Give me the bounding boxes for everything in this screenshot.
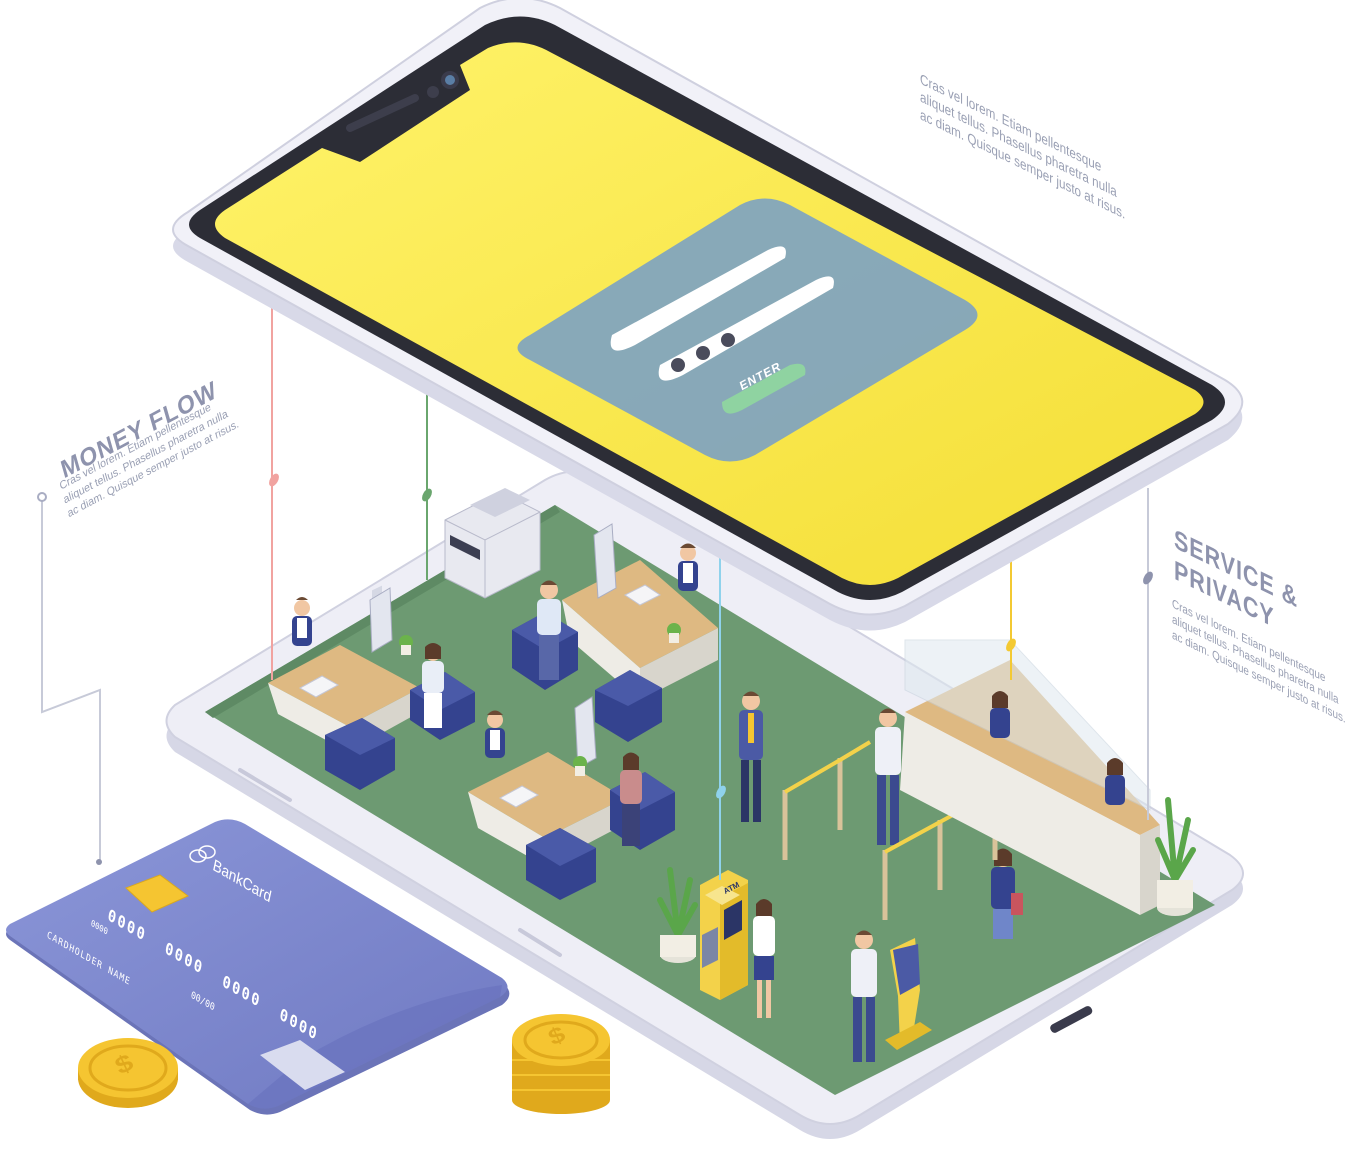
atm-machine — [700, 870, 748, 1000]
password-dot — [671, 358, 685, 372]
speaker-grill — [346, 94, 419, 132]
bank-floor — [205, 505, 1215, 1095]
bank-card — [6, 819, 510, 1115]
card-chip — [125, 874, 189, 913]
charging-port — [1050, 1006, 1093, 1033]
connector-lines — [37, 300, 1153, 880]
teller-counter — [900, 639, 1160, 915]
password-dot — [696, 346, 710, 360]
coin-left — [78, 1038, 178, 1108]
username-field[interactable] — [610, 246, 786, 351]
bank-staff-and-customers — [292, 543, 1023, 1062]
floor-plants — [657, 797, 1196, 963]
password-dot — [721, 333, 735, 347]
copier-machine — [444, 488, 541, 599]
login-panel — [517, 198, 978, 462]
top-phone — [172, 0, 1244, 631]
enter-button[interactable] — [722, 363, 806, 414]
service-kiosk — [885, 938, 932, 1050]
desk-plants — [399, 623, 681, 776]
coin-stack — [512, 1014, 610, 1114]
signature-panel — [260, 1040, 345, 1090]
